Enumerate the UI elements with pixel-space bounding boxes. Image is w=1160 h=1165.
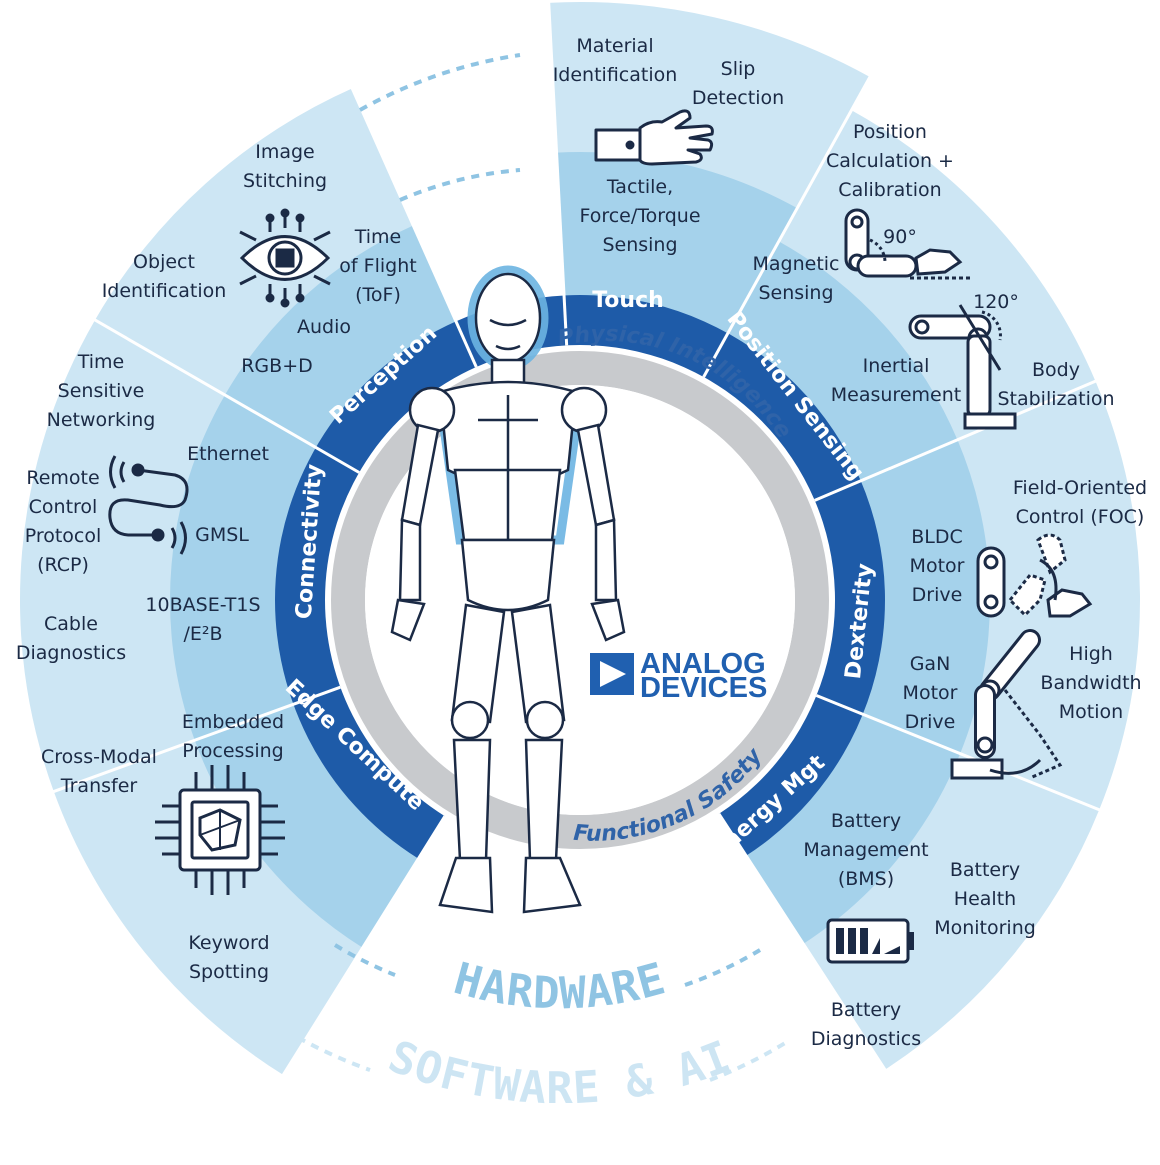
- analog-devices-logo: ANALOG DEVICES: [590, 648, 767, 704]
- label-audio: Audio: [297, 316, 351, 338]
- dashed-arc-top-inner: [399, 168, 521, 202]
- sector-divider: [547, 0, 569, 346]
- dashed-arc-hw-left: [333, 943, 396, 977]
- logo-line-1: ANALOG: [640, 648, 766, 680]
- humanoid-robot-illustration: [390, 265, 626, 914]
- mid-band-edge: [194, 692, 437, 948]
- leg-120-degree-icon: [908, 304, 1017, 430]
- robot-leg-motion-icon: [950, 629, 1063, 780]
- dashed-arc-sw-left: [283, 1028, 371, 1072]
- label-gmsl: GMSL: [195, 524, 249, 546]
- cable-link-icon: [108, 455, 189, 555]
- dashed-arc-top-outer: [359, 53, 521, 112]
- dark-ring-left: [275, 321, 477, 859]
- robot-hand-dexterity-icon: [976, 533, 1093, 618]
- logo-line-2: DEVICES: [640, 672, 767, 704]
- battery-icon: [826, 918, 914, 964]
- dashed-arc-hw-right: [684, 948, 762, 987]
- sector-dividers: [15, 0, 1137, 1110]
- arm-90-degree-icon: [844, 208, 970, 280]
- label-angle-90: 90°: [883, 226, 917, 248]
- hardware-layer-label: HARDWARE: [449, 953, 672, 1019]
- mid-band-position: [710, 241, 958, 495]
- sector-divider: [260, 815, 447, 1110]
- label-rgbd: RGB+D: [241, 355, 313, 377]
- segment-touch: Touch: [592, 288, 664, 313]
- sector-divider: [702, 74, 873, 378]
- software-ai-layer-label: SOFTWARE & AI: [382, 1031, 738, 1114]
- sector-divider: [59, 298, 360, 474]
- mid-band-energy: [727, 701, 961, 944]
- sector-divider: [334, 51, 478, 368]
- dark-ring-right: [455, 294, 886, 856]
- sector-divider: [15, 685, 341, 807]
- label-angle-120: 120°: [973, 291, 1019, 313]
- gray-ring: [331, 351, 829, 849]
- dashed-arc-sw-right: [709, 1038, 792, 1082]
- ai-chip-icon: [155, 765, 285, 895]
- sector-divider: [814, 364, 1133, 502]
- vision-eye-icon: [239, 208, 331, 308]
- label-ethernet: Ethernet: [187, 443, 269, 465]
- label-tenbase: 10BASE-T1S/E²B: [145, 594, 260, 645]
- sector-divider: [717, 813, 909, 1105]
- hand-touch-icon: [594, 109, 714, 166]
- mid-band-perception: [224, 225, 471, 465]
